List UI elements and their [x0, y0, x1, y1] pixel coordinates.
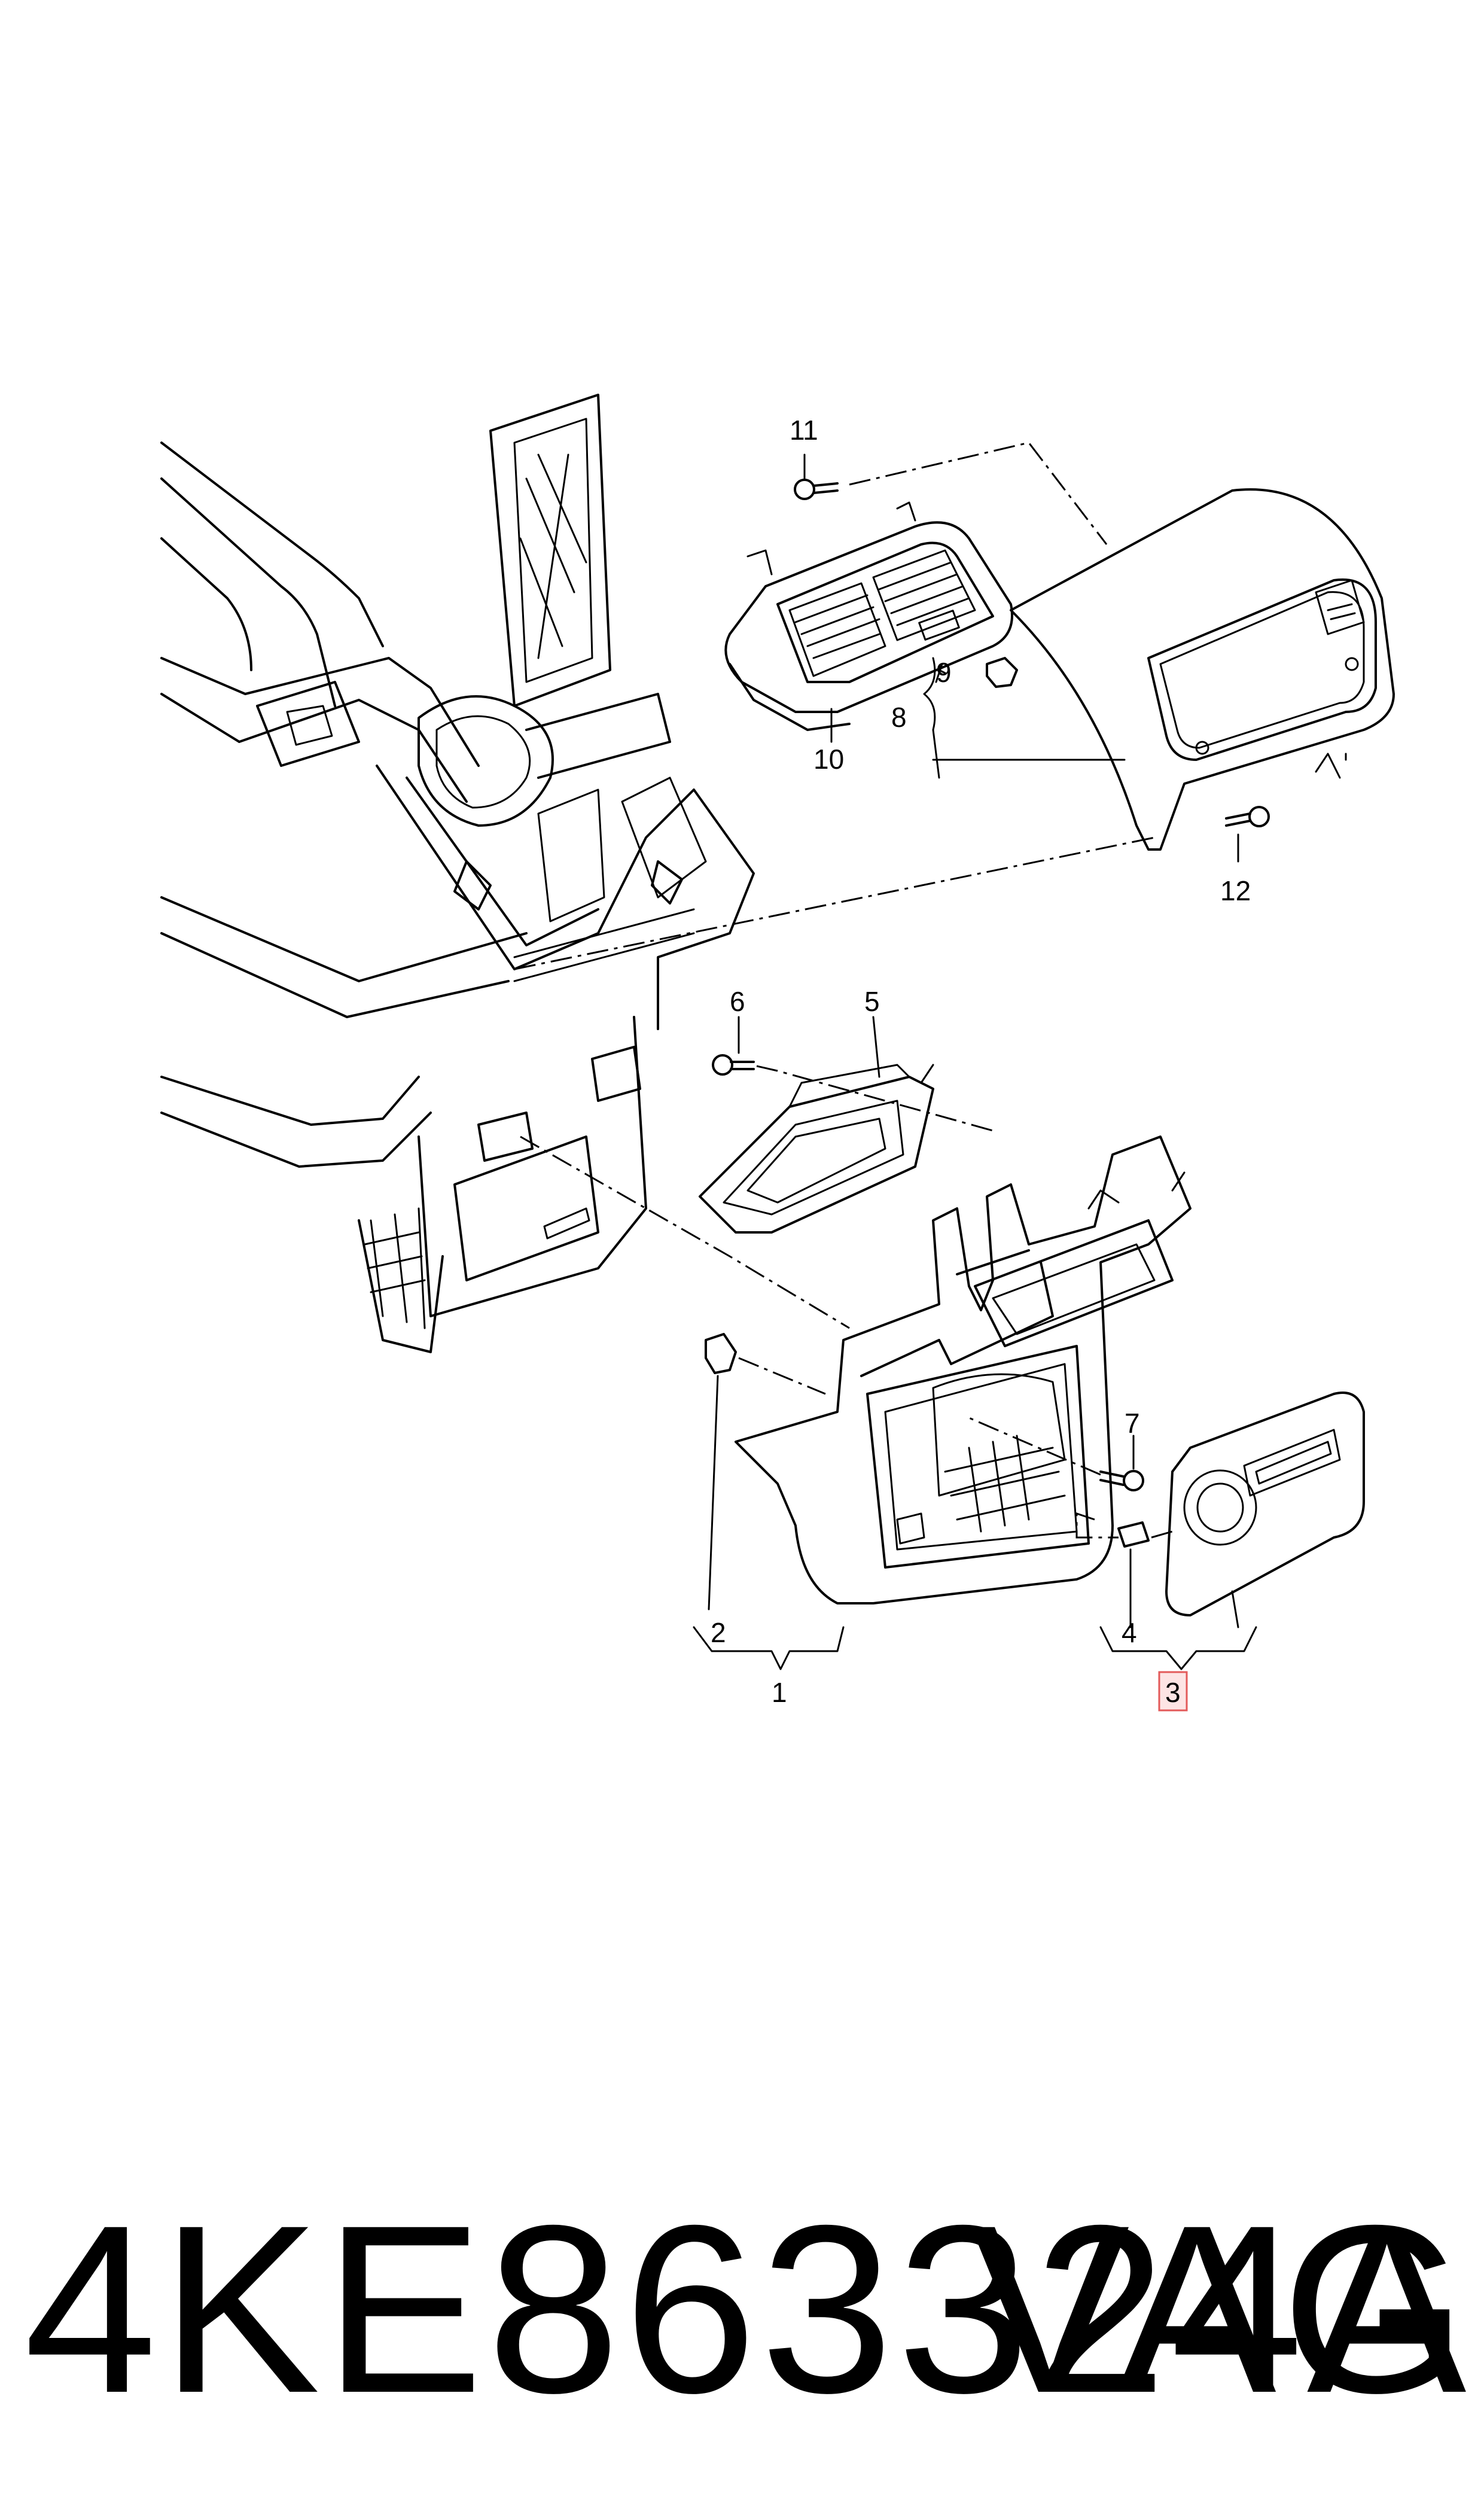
callout-leaders [693, 453, 1257, 1670]
air-vent [724, 501, 1013, 731]
parts-diagram: 11 10 9 8 12 6 5 7 2 4 1 3 [160, 394, 1395, 1712]
callout-3[interactable]: 3 [1165, 1677, 1181, 1708]
callout-12: 12 [1220, 875, 1251, 906]
ashtray-cover [1165, 1392, 1365, 1616]
callout-labels: 11 10 9 8 12 6 5 7 2 4 1 3 [711, 415, 1251, 1712]
callout-11: 11 [790, 415, 818, 446]
storage-insert [699, 1064, 934, 1234]
rear-vent-cover [1010, 488, 1395, 851]
callout-3-highlight [1158, 1671, 1188, 1712]
center-console-frame [160, 394, 755, 1353]
callout-10: 10 [813, 744, 844, 775]
leader-lines [514, 442, 1173, 1539]
brand-label: VAG [970, 2175, 1472, 2443]
callout-6: 6 [730, 986, 745, 1017]
callout-7: 7 [1125, 1408, 1140, 1439]
callout-9: 9 [936, 657, 952, 688]
callout-8: 8 [891, 702, 907, 733]
lower-console-trim [735, 1135, 1192, 1604]
small-fasteners [705, 479, 1270, 1548]
callout-5: 5 [864, 986, 880, 1017]
callout-2: 2 [711, 1617, 726, 1648]
callout-4: 4 [1122, 1617, 1137, 1648]
part-number: 4KE863324A [24, 2175, 1470, 2443]
callout-1: 1 [772, 1677, 787, 1708]
footer: 4KE863324A VAG [0, 2184, 1484, 2435]
